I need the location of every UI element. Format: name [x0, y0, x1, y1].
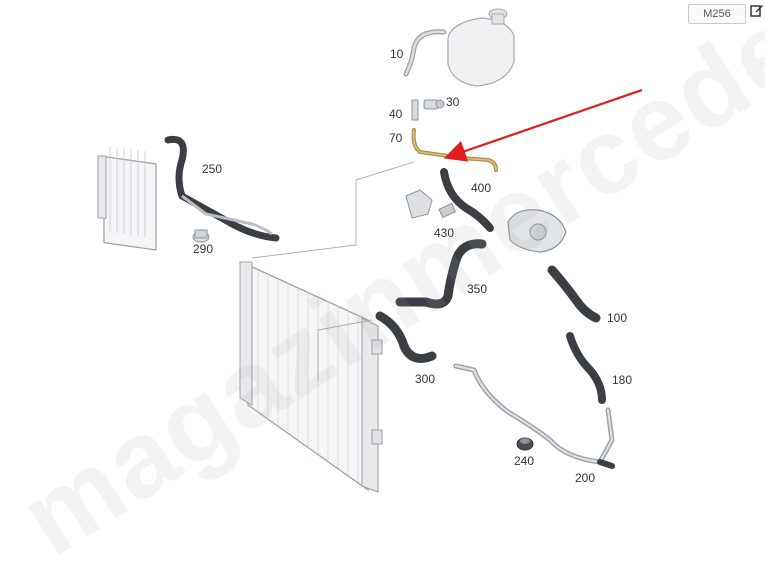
- diagram-canvas: [97, 8, 643, 493]
- plug-240: [516, 437, 534, 451]
- callout-200: 200: [575, 471, 596, 485]
- callout-180: 180: [612, 373, 633, 387]
- hose-350: [395, 239, 487, 309]
- edit-icon: [750, 5, 763, 17]
- connector-40: [411, 99, 419, 121]
- callout-290: 290: [193, 242, 214, 256]
- callout-430: 430: [434, 226, 455, 240]
- hose-300: [375, 311, 437, 363]
- callout-70: 70: [389, 131, 403, 145]
- hose-100: [547, 265, 601, 323]
- callout-30: 30: [446, 95, 460, 109]
- callout-300: 300: [415, 372, 436, 386]
- callout-240: 240: [514, 454, 535, 468]
- leader-line: [251, 161, 415, 259]
- callout-10: 10: [390, 47, 404, 61]
- hose-400: [440, 168, 494, 232]
- hose-250: [164, 135, 280, 242]
- clip-30: [423, 99, 445, 110]
- edit-button[interactable]: [750, 3, 764, 17]
- coolant-pump: [507, 209, 567, 253]
- pipe-70: [411, 128, 498, 172]
- hose-10: [403, 29, 447, 77]
- model-badge: M256: [688, 4, 746, 24]
- callout-250: 250: [202, 162, 223, 176]
- cap-290: [192, 229, 210, 243]
- callout-40: 40: [389, 107, 403, 121]
- callout-100: 100: [607, 311, 628, 325]
- auxiliary-radiator: [97, 146, 157, 251]
- expansion-tank: [447, 8, 515, 87]
- leader-line-lower: [317, 319, 373, 382]
- thermostat-430: [405, 189, 457, 219]
- hose-180: [566, 332, 606, 404]
- callout-350: 350: [467, 282, 488, 296]
- callout-400: 400: [471, 181, 492, 195]
- main-radiator: [239, 261, 383, 493]
- highlight-arrow: [443, 88, 643, 162]
